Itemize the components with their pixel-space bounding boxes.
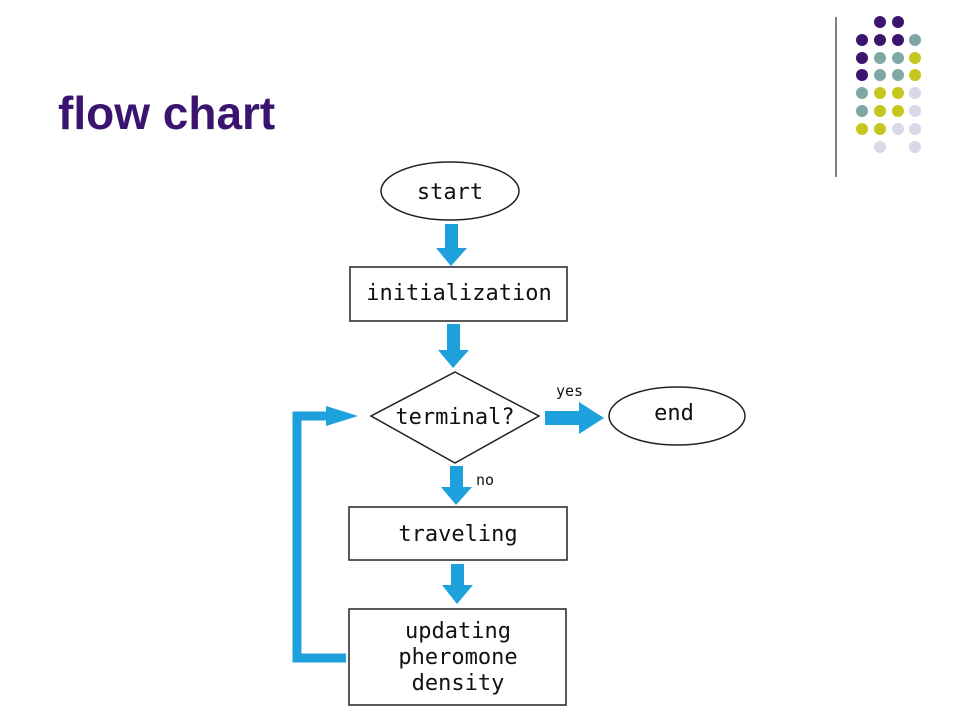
terminal-decision-node: terminal? (369, 371, 541, 464)
decorative-divider (835, 17, 837, 177)
loop-back-arrow (292, 406, 358, 663)
decorative-dot (892, 33, 904, 46)
initialization-label: initialization (366, 281, 551, 306)
decorative-dot (892, 51, 904, 64)
decorative-dot (892, 105, 904, 117)
decorative-dot (856, 69, 868, 82)
decorative-dot (909, 33, 921, 46)
decorative-dot (874, 87, 886, 100)
end-node: end (608, 386, 746, 446)
updating-label-line1: updating (405, 619, 511, 644)
decorative-dot (909, 69, 921, 82)
decorative-dot (874, 33, 886, 46)
decorative-dot (892, 87, 904, 100)
decorative-dot (874, 140, 886, 153)
traveling-label: traveling (398, 522, 517, 547)
start-node: start (380, 161, 520, 221)
decorative-dot (856, 51, 868, 64)
arrow-no-to-traveling (441, 466, 472, 505)
decorative-dot (892, 16, 904, 28)
decorative-dot (874, 122, 886, 135)
decorative-dot (909, 140, 921, 153)
decorative-dot (892, 122, 904, 135)
decorative-dot (856, 105, 868, 117)
decorative-dot (909, 105, 921, 117)
decorative-dot (874, 69, 886, 82)
decorative-dot (874, 105, 886, 117)
decorative-dot (909, 87, 921, 100)
arrow-traveling-to-updating (442, 564, 473, 604)
decorative-dot (856, 87, 868, 100)
slide-title: flow chart (58, 87, 276, 139)
decorative-dot (909, 122, 921, 135)
arrow-init-to-terminal (438, 324, 469, 368)
decorative-dot (856, 33, 868, 46)
terminal-label: terminal? (395, 405, 514, 430)
decorative-dot (874, 16, 886, 28)
decorative-dot (909, 51, 921, 64)
initialization-node: initialization (349, 266, 568, 322)
decorative-dot (874, 51, 886, 64)
updating-label-line3: density (412, 671, 505, 696)
arrow-start-to-init (436, 224, 467, 266)
updating-label-line2: pheromone (398, 645, 517, 670)
decorative-dot (856, 122, 868, 135)
updating-pheromone-node: updating pheromone density (348, 608, 567, 706)
traveling-node: traveling (348, 506, 568, 561)
no-label: no (476, 471, 494, 489)
start-label: start (417, 180, 483, 205)
decorative-dot (892, 69, 904, 82)
arrow-yes-to-end (545, 402, 604, 434)
yes-label: yes (556, 382, 583, 400)
end-label: end (654, 401, 694, 426)
